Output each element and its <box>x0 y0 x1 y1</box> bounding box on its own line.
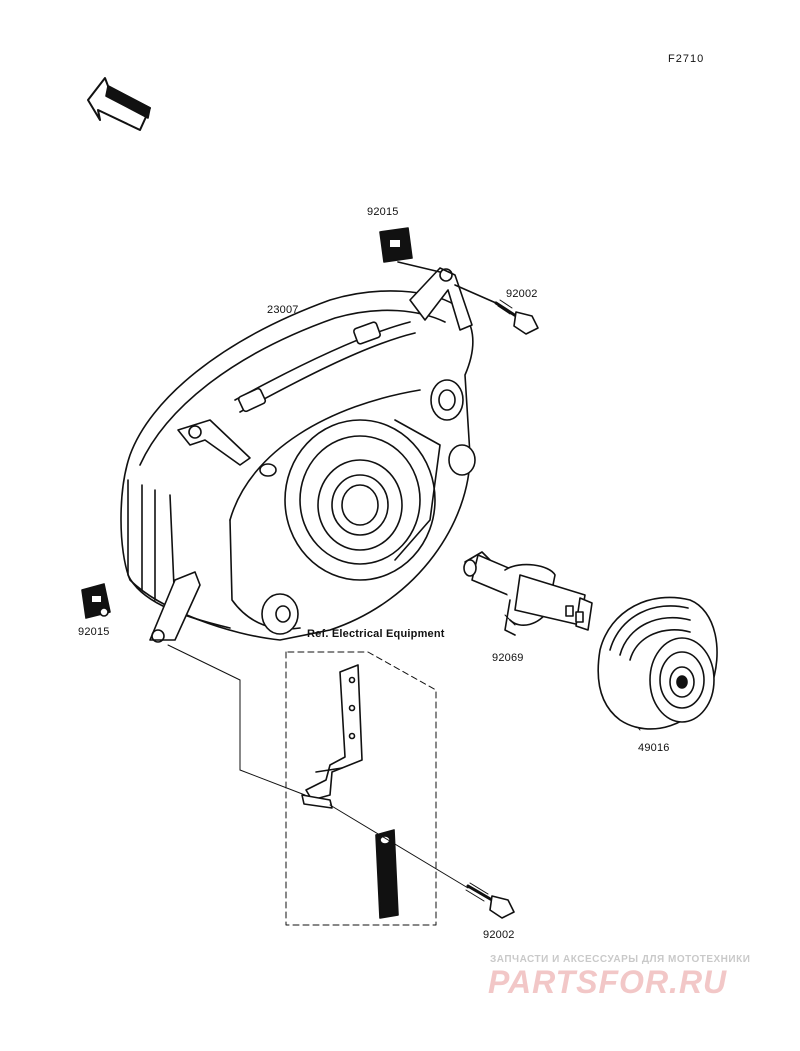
front-arrow-icon <box>87 77 151 131</box>
leader-lines <box>167 614 641 889</box>
top-clip-part <box>379 227 441 273</box>
bulb-cover-part <box>597 596 718 730</box>
figure-code: F2710 <box>668 53 705 65</box>
callout-left-clip: 92015 <box>78 626 110 638</box>
callout-bottom-bolt: 92002 <box>483 929 515 941</box>
top-bolt-part <box>454 284 539 335</box>
watermark-tagline: ЗАПЧАСТИ И АКСЕССУАРЫ ДЛЯ МОТОТЕХНИКИ <box>490 954 751 965</box>
bracket-part <box>301 664 363 809</box>
callout-top-bolt: 92002 <box>506 288 538 300</box>
bulb-part <box>463 551 593 636</box>
left-clip-part <box>81 583 111 619</box>
callout-bulb-cover: 49016 <box>638 742 670 754</box>
strap-part <box>375 829 399 919</box>
headlight-housing <box>120 267 476 643</box>
bottom-bolt-part <box>465 882 515 919</box>
reference-box <box>285 651 437 926</box>
reference-label: Ref. Electrical Equipment <box>307 628 445 640</box>
callout-top-clip: 92015 <box>367 206 399 218</box>
watermark-brand: PARTSFOR.RU <box>488 964 728 1000</box>
callout-bulb: 92069 <box>492 652 524 664</box>
callout-headlight-unit: 23007 <box>267 304 299 316</box>
